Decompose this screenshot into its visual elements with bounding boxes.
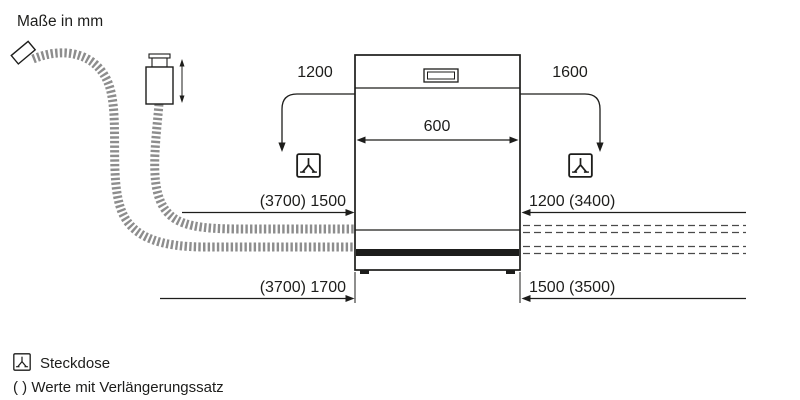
left-socket-dimension-label: 1200 (297, 64, 333, 81)
socket-icon (296, 153, 321, 178)
arrowhead (356, 136, 366, 144)
right-bottom-dimension-label: 1500 (3500) (529, 279, 615, 296)
dishwasher (354, 54, 521, 274)
right-mid-dimension: 1200 (3400) (521, 193, 746, 216)
legend-socket-label: Steckdose (40, 355, 110, 372)
drain-hose (31, 48, 354, 252)
right-socket-dimension: 1600 (520, 64, 604, 178)
legend: Steckdose ( ) Werte mit Verlängerungssat… (13, 353, 224, 396)
left-mid-dimension-label: (3700) 1500 (260, 193, 346, 210)
arrowhead (509, 136, 519, 144)
control-display-inner (427, 71, 455, 80)
arrowhead (278, 142, 286, 152)
right-bottom-dimension: 1500 (3500) (519, 272, 746, 303)
title: Maße in mm (17, 13, 103, 30)
arrowhead (345, 209, 355, 216)
left-mid-dimension: (3700) 1500 (182, 193, 355, 216)
left-bottom-dimension: (3700) 1700 (160, 272, 356, 303)
width-dimension-label: 600 (424, 118, 451, 135)
left-bottom-dimension-label: (3700) 1700 (260, 279, 346, 296)
supply-hose (150, 103, 354, 234)
right-socket-dimension-label: 1600 (552, 64, 588, 81)
right-socket-arrow (520, 93, 601, 143)
right-mid-dimension-label: 1200 (3400) (529, 193, 615, 210)
foot-left (360, 270, 369, 274)
socket-icon (13, 353, 31, 371)
arrowhead (521, 295, 531, 302)
left-socket-dimension: 1200 (278, 64, 355, 178)
base-band (356, 249, 519, 256)
arrowhead (596, 142, 604, 152)
valve-height-arrow (179, 59, 185, 103)
extended-hose-dashed-lines (523, 224, 746, 255)
arrowhead (345, 295, 355, 302)
arrowhead (521, 209, 531, 216)
dishwasher-outline (354, 54, 521, 271)
legend-extension-note: ( ) Werte mit Verlängerungssatz (13, 379, 224, 396)
width-dimension: 600 (356, 118, 519, 144)
left-socket-arrow (281, 93, 355, 143)
hose-end-nozzle-icon (10, 40, 37, 65)
socket-icon (568, 153, 593, 178)
foot-right (506, 270, 515, 274)
aquastop-valve-icon (145, 53, 174, 105)
hoses (10, 40, 354, 252)
